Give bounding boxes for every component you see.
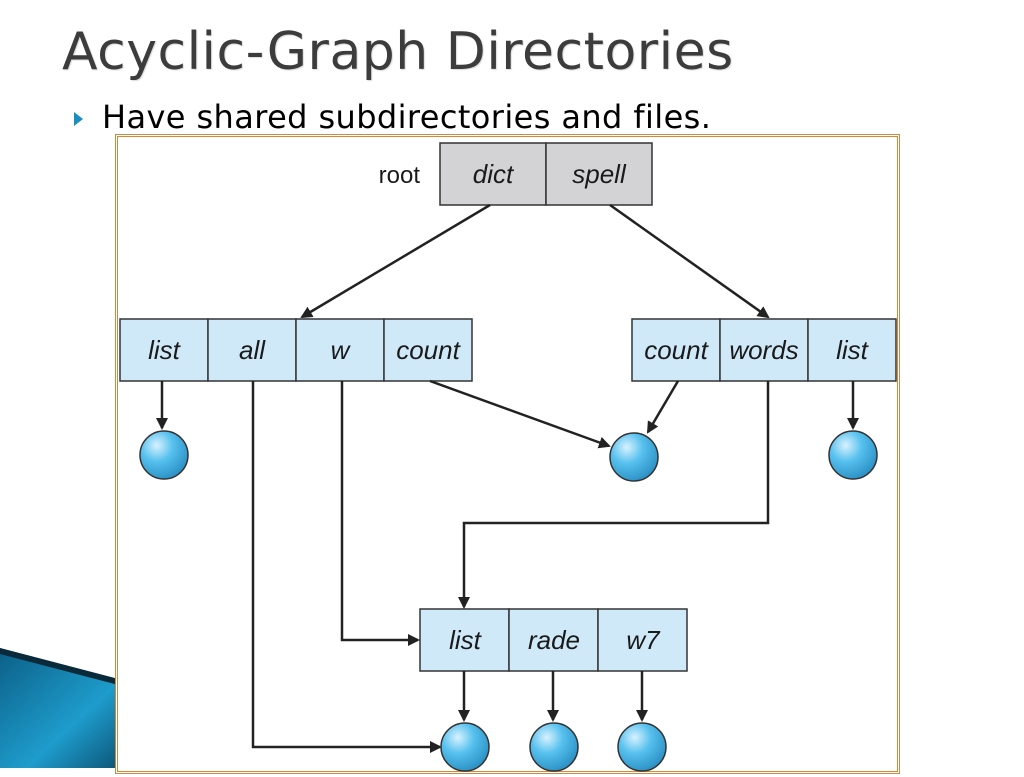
slide-title: Acyclic-Graph Directories bbox=[62, 22, 734, 82]
spell-entry-list: list bbox=[836, 335, 870, 365]
dict-entry-list: list bbox=[148, 335, 182, 365]
w-directory: list rade w7 bbox=[419, 608, 688, 672]
file-node bbox=[529, 722, 579, 772]
root-entry-dict: dict bbox=[473, 159, 515, 189]
edge-dict-count-to-shared-file bbox=[429, 379, 611, 449]
directory-graph-diagram: root dict spell list all w count count w… bbox=[119, 142, 897, 772]
w-entry-w7: w7 bbox=[626, 625, 661, 655]
edge-dict-w-to-w-dir bbox=[340, 381, 420, 646]
spell-entry-count: count bbox=[644, 335, 709, 365]
dict-cell-list bbox=[119, 318, 209, 382]
root-cell-spell bbox=[545, 142, 653, 206]
spell-cell-list bbox=[807, 318, 897, 382]
file-node bbox=[617, 722, 667, 772]
bullet-text: Have shared subdirectories and files. bbox=[102, 98, 712, 136]
edge-spell-count-to-shared-file bbox=[646, 380, 680, 434]
root-cell-dict bbox=[439, 142, 547, 206]
dict-entry-w: w bbox=[331, 335, 352, 365]
spell-directory: count words list bbox=[631, 318, 897, 382]
edge-spell-to-spell-dir bbox=[609, 203, 770, 319]
spell-entry-words: words bbox=[729, 335, 798, 365]
root-directory: dict spell bbox=[439, 142, 653, 206]
dict-cell-w bbox=[295, 318, 385, 382]
bullet-arrow-icon bbox=[74, 112, 83, 126]
spell-cell-count bbox=[631, 318, 721, 382]
file-node bbox=[139, 430, 189, 480]
bullet-item: Have shared subdirectories and files. bbox=[74, 98, 711, 136]
dict-directory: list all w count bbox=[119, 318, 473, 382]
accent-edge bbox=[0, 648, 130, 688]
w-entry-list: list bbox=[449, 625, 483, 655]
diagram-frame: root dict spell list all w count count w… bbox=[115, 134, 900, 774]
w-cell-w7 bbox=[597, 608, 688, 672]
edge-dict-all-to-file bbox=[251, 381, 442, 753]
dict-cell-all bbox=[207, 318, 297, 382]
dict-entry-count: count bbox=[396, 335, 461, 365]
w-entry-rade: rade bbox=[528, 625, 580, 655]
file-node bbox=[440, 722, 490, 772]
dict-cell-count bbox=[383, 318, 473, 382]
root-label: root bbox=[379, 162, 421, 189]
edge-dict-to-dict-dir bbox=[300, 203, 491, 319]
dict-entry-all: all bbox=[239, 335, 266, 365]
file-node bbox=[828, 430, 878, 480]
decorative-accent-shape bbox=[0, 648, 130, 768]
edge-spell-words-to-w-list bbox=[458, 381, 770, 609]
file-node-shared bbox=[609, 432, 659, 482]
root-entry-spell: spell bbox=[572, 159, 627, 189]
